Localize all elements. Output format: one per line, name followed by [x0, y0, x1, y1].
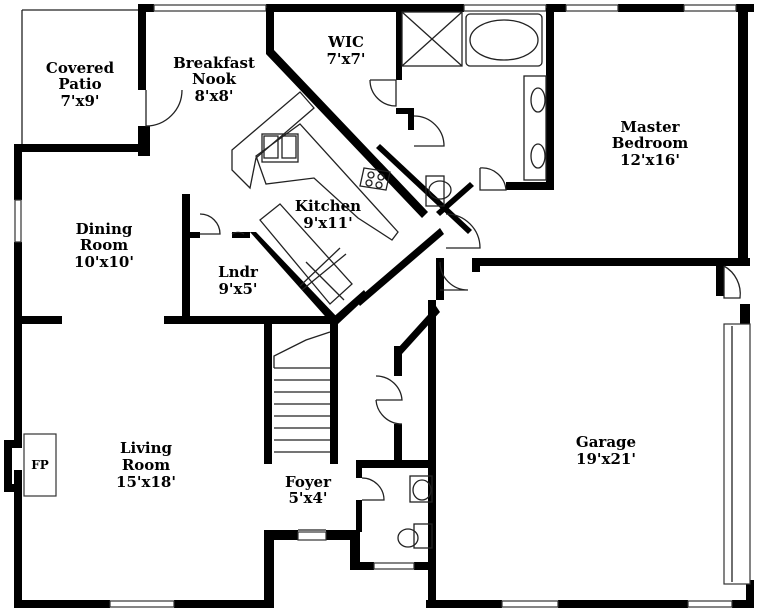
dining-room-name-2: Room	[80, 236, 128, 254]
kitchen-size: 9'x11'	[303, 214, 352, 232]
wic-size: 7'x7'	[326, 50, 365, 68]
master-bedroom-size: 12'x16'	[620, 151, 680, 169]
dining-room-size: 10'x10'	[74, 253, 134, 271]
covered-patio-name-2: Patio	[58, 75, 101, 93]
living-room-name-2: Room	[122, 456, 170, 474]
exterior-walls	[4, 4, 754, 608]
garage-size: 19'x21'	[576, 450, 636, 468]
interior-walls	[22, 8, 750, 608]
breakfast-nook-name-1: Breakfast	[173, 54, 255, 72]
foyer-name: Foyer	[285, 473, 332, 491]
foyer-size: 5'x4'	[288, 489, 327, 507]
kitchen-name: Kitchen	[295, 197, 361, 215]
master-bedroom-name-2: Bedroom	[612, 134, 689, 152]
fireplace-label: FP	[31, 458, 49, 472]
breakfast-nook-name-2: Nook	[192, 70, 237, 88]
breakfast-nook-size: 8'x8'	[194, 87, 233, 105]
staircase	[273, 331, 331, 453]
garage-name: Garage	[576, 433, 636, 451]
living-room-size: 15'x18'	[116, 473, 176, 491]
living-room-name-1: Living	[120, 439, 173, 457]
bath-fixtures	[397, 11, 547, 549]
covered-patio-name-1: Covered	[46, 59, 115, 77]
dining-room-name-1: Dining	[76, 220, 133, 238]
master-bedroom-name-1: Master	[620, 118, 680, 136]
covered-patio-size: 7'x9'	[60, 92, 99, 110]
doors	[145, 79, 741, 541]
laundry-size: 9'x5'	[218, 280, 257, 298]
laundry-name: Lndr	[218, 263, 259, 281]
wic-name: WIC	[327, 33, 364, 51]
kitchen-counters	[231, 91, 399, 305]
